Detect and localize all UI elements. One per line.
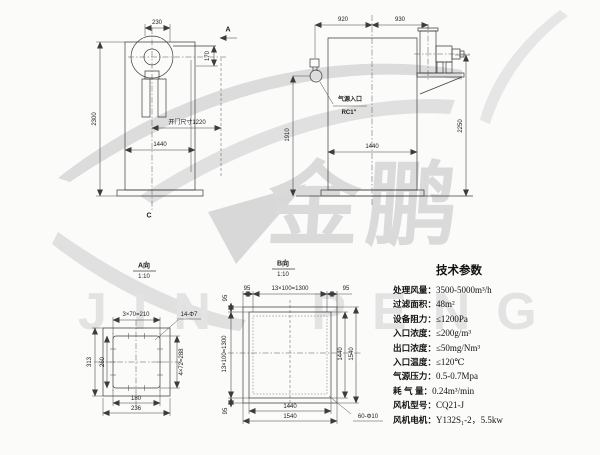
side-dim-930: 930 — [394, 17, 406, 23]
param-label: 风机电机： — [393, 414, 436, 425]
air-inlet-label: 气源入口 — [337, 97, 363, 103]
a-dim-180: 180 — [130, 396, 142, 402]
b-view-linework — [228, 269, 383, 424]
side-dim-920: 920 — [337, 17, 349, 23]
side-view-linework — [290, 15, 473, 205]
a-view-linework — [92, 271, 201, 416]
front-door-dim: 开门尺寸1220 — [168, 120, 206, 126]
param-label: 风机型号： — [393, 400, 436, 411]
param-value: Y132S₁-2，5.5kw — [435, 414, 503, 425]
b-dim-bottom-1540: 1540 — [283, 414, 297, 420]
tech-param-row: 风机电机：Y132S₁-2，5.5kw — [393, 413, 598, 427]
side-dim-1910: 1910 — [285, 128, 291, 142]
param-value: 3500-5000m³/h — [435, 285, 492, 295]
a-view-title: A向 — [137, 262, 151, 270]
b-dim-right-1440: 1440 — [338, 347, 344, 361]
tech-param-row: 过滤面积：48m² — [393, 297, 598, 311]
tech-param-row: 入口浓度：≤200g/m³ — [393, 326, 598, 340]
b-dim-left-top-95: 95 — [223, 294, 229, 302]
tech-param-row: 风机型号：CQ21-J — [393, 398, 598, 412]
front-section-a-label: A — [225, 26, 231, 34]
param-value: ≤1200Pa — [435, 313, 468, 324]
b-view-title: B向 — [276, 260, 290, 268]
tech-param-row: 入口温度：≤120℃ — [393, 355, 598, 369]
b-dim-bottom-1440: 1440 — [283, 404, 297, 410]
param-value: ≤120℃ — [435, 357, 465, 368]
tech-param-row: 气源压力：0.5-0.7Mpa — [393, 369, 598, 383]
front-dim-1440: 1440 — [153, 142, 167, 148]
b-holes-callout: 60-Φ10 — [357, 414, 379, 420]
param-label: 耗 气 量： — [393, 385, 433, 396]
front-dim-170: 170 — [205, 50, 211, 62]
a-dim-top: 3×70=210 — [122, 312, 150, 318]
param-value: ≤50mg/Nm³ — [435, 342, 481, 353]
param-value: ≤200g/m³ — [435, 328, 472, 339]
a-dim-260: 260 — [100, 356, 106, 368]
tech-param-row: 处理风量：3500-5000m³/h — [393, 283, 598, 297]
tech-param-row: 出口浓度：≤50mg/Nm³ — [393, 341, 598, 355]
b-dim-top-1300: 13×100=1300 — [271, 286, 309, 292]
side-dim-1440: 1440 — [365, 144, 379, 150]
a-dim-236: 236 — [130, 406, 142, 412]
param-label: 出口浓度： — [393, 342, 436, 353]
a-holes-callout: 14-Φ7 — [180, 312, 198, 318]
b-dim-top-left-95: 95 — [243, 286, 251, 292]
a-dim-313: 313 — [87, 356, 93, 368]
param-value: CQ21-J — [435, 400, 464, 411]
front-section-c-label: C — [146, 212, 152, 220]
param-value: 0.5-0.7Mpa — [435, 371, 478, 382]
param-label: 处理风量： — [393, 285, 436, 295]
param-label: 入口温度： — [393, 357, 436, 368]
b-dim-top-right-95: 95 — [342, 286, 350, 292]
side-dim-2250: 2250 — [458, 119, 464, 133]
tech-param-row: 设备阻力：≤1200Pa — [393, 312, 598, 326]
param-value: 48m² — [435, 299, 455, 310]
a-view-scale: 1:10 — [138, 274, 150, 280]
air-inlet-thread-label: RC1" — [341, 110, 357, 116]
b-dim-left-bottom-95: 95 — [223, 407, 229, 415]
param-label: 气源压力： — [393, 371, 436, 382]
a-dim-right: 4×72=288 — [179, 348, 185, 376]
tech-params-panel: 技术参数 处理风量：3500-5000m³/h 过滤面积：48m² 设备阻力：≤… — [393, 262, 598, 427]
param-label: 设备阻力： — [393, 313, 436, 324]
param-label: 入口浓度： — [393, 328, 436, 339]
front-dim-2300: 2300 — [92, 112, 98, 126]
tech-param-row: 耗 气 量：0.24m³/min — [393, 384, 598, 398]
front-dim-230: 230 — [151, 20, 163, 26]
b-view-scale: 1:10 — [277, 272, 289, 278]
front-view-linework — [96, 24, 237, 212]
param-value: 0.24m³/min — [432, 385, 475, 396]
tech-params-title: 技术参数 — [436, 265, 482, 277]
param-label: 过滤面积： — [393, 299, 436, 310]
b-dim-right-1540: 1540 — [349, 347, 355, 361]
b-dim-left-1300: 13×100=1300 — [222, 335, 228, 373]
